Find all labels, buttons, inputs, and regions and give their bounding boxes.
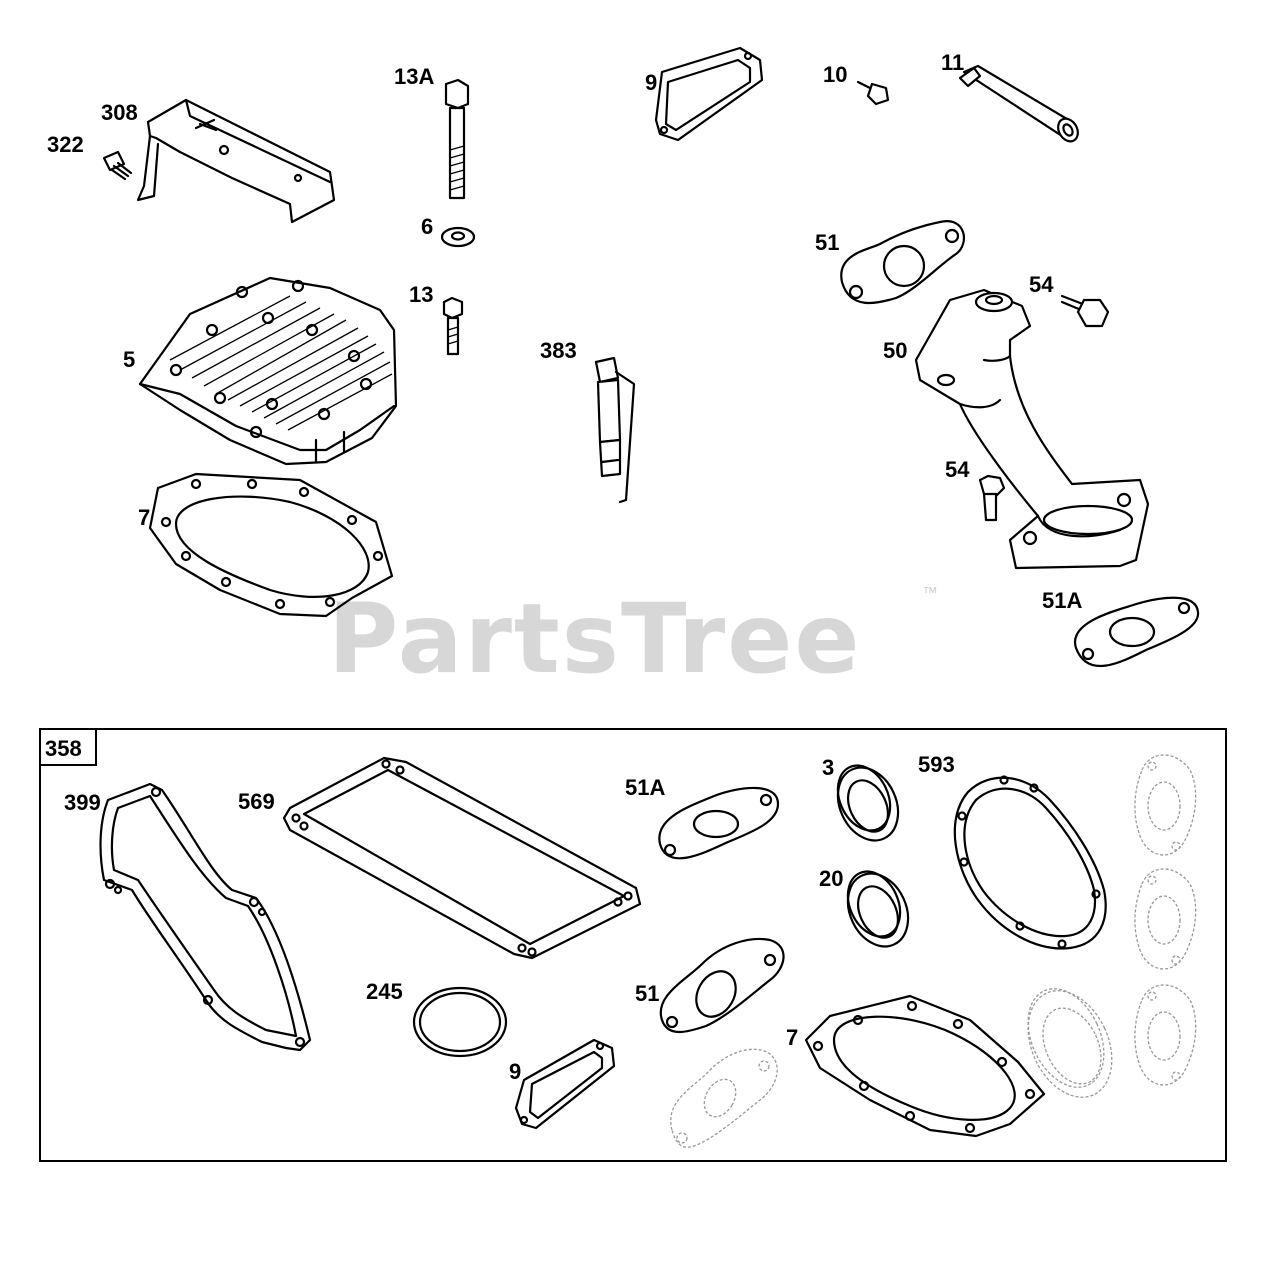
part-7-head-gasket[interactable] <box>148 472 394 618</box>
part-5-cylinder-head[interactable] <box>138 276 398 466</box>
part-9-kit-gasket[interactable] <box>514 1038 616 1130</box>
label-51A-kit: 51A <box>625 775 665 800</box>
part-245-o-ring[interactable] <box>412 986 508 1058</box>
label-308: 308 <box>101 100 138 125</box>
part-54-bolt-lower[interactable] <box>978 474 1006 522</box>
label-7-kit: 7 <box>786 1025 798 1050</box>
label-50: 50 <box>883 338 907 363</box>
part-13A-bolt[interactable] <box>444 78 470 200</box>
label-3: 3 <box>822 755 834 780</box>
kit-number-box <box>39 728 97 766</box>
gasket-kit-frame <box>39 728 1227 1162</box>
label-10: 10 <box>823 62 847 87</box>
part-10-screw[interactable] <box>856 80 890 106</box>
part-11-tube[interactable] <box>958 64 1082 145</box>
label-399: 399 <box>64 790 101 815</box>
part-51A-kit-gasket[interactable] <box>658 786 780 860</box>
label-51A-top: 51A <box>1042 588 1082 613</box>
part-51-gasket[interactable] <box>840 220 965 305</box>
label-6: 6 <box>421 214 433 239</box>
label-54-upper: 54 <box>1029 272 1054 297</box>
part-9-gasket[interactable] <box>654 46 764 142</box>
label-51-top: 51 <box>815 230 839 255</box>
label-569: 569 <box>238 789 275 814</box>
label-383: 383 <box>540 338 577 363</box>
label-5: 5 <box>123 347 135 372</box>
trademark-symbol: ™ <box>922 585 938 602</box>
part-593-gasket[interactable] <box>953 775 1107 950</box>
part-399-crankcase-gasket[interactable] <box>99 782 312 1052</box>
label-9-top: 9 <box>645 70 657 95</box>
part-ghost-gasket-right-1 <box>1134 754 1197 856</box>
part-51-kit-gasket[interactable] <box>659 938 785 1034</box>
part-54-bolt-upper[interactable] <box>1060 294 1110 328</box>
part-ghost-gasket-right-2 <box>1134 868 1197 970</box>
label-593: 593 <box>918 752 955 777</box>
part-7-kit-gasket[interactable] <box>804 994 1046 1138</box>
part-322-screw[interactable] <box>102 150 133 181</box>
part-ghost-seal <box>1027 988 1113 1098</box>
label-20: 20 <box>819 866 843 891</box>
label-245: 245 <box>366 979 403 1004</box>
part-13-bolt[interactable] <box>442 296 464 356</box>
label-11: 11 <box>941 50 964 75</box>
part-20-oil-seal[interactable] <box>837 863 920 956</box>
label-13A: 13A <box>394 64 434 89</box>
label-9-kit: 9 <box>509 1059 521 1084</box>
part-51A-gasket[interactable] <box>1073 596 1200 668</box>
kit-number: 358 <box>45 736 82 761</box>
label-54-lower: 54 <box>945 457 970 482</box>
part-308-bracket[interactable] <box>136 98 336 224</box>
part-50-exhaust-elbow[interactable] <box>914 288 1150 570</box>
watermark-text: PartsTree <box>328 583 861 695</box>
part-ghost-gasket-right-3 <box>1134 984 1197 1086</box>
label-322: 322 <box>47 132 84 157</box>
part-569-rocker-gasket[interactable] <box>282 756 642 960</box>
label-13: 13 <box>409 282 433 307</box>
part-3-oil-seal[interactable] <box>827 757 910 850</box>
part-383-ignition-lead[interactable] <box>594 356 636 504</box>
label-51-kit: 51 <box>635 981 659 1006</box>
part-6-washer[interactable] <box>440 226 476 248</box>
label-7-top: 7 <box>138 505 150 530</box>
part-ghost-gasket <box>670 1048 778 1148</box>
